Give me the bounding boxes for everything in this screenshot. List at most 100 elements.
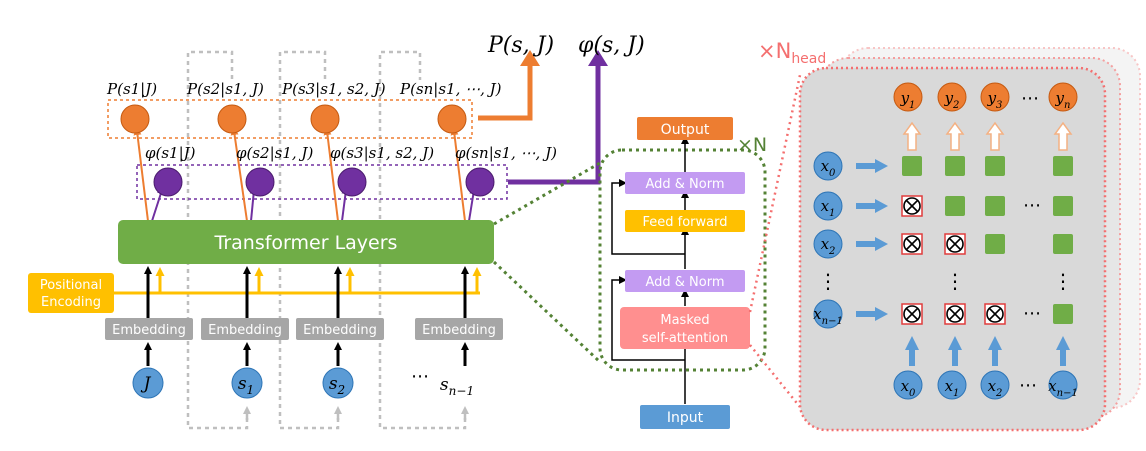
attention-cell — [1053, 156, 1073, 176]
head-row-ellipsis: ⋯ — [1023, 195, 1041, 216]
head-output-node — [1048, 82, 1078, 112]
output-box-label: Output — [661, 122, 710, 138]
positional-encoding-arrows — [155, 267, 482, 293]
attention-cell — [985, 234, 1005, 254]
positional-encoding-box — [28, 273, 114, 313]
head-col-node — [980, 370, 1010, 400]
masked-attention-box — [620, 307, 750, 349]
head-row-label: x1 — [821, 197, 836, 219]
head-vdots: ⋮ — [945, 269, 965, 293]
output-box — [637, 117, 733, 140]
masked-attention-label-2: self-attention — [642, 331, 728, 346]
head-output-node — [937, 82, 967, 112]
phi-output-label: φ(s, J) — [578, 33, 645, 58]
masked-cell-mark — [903, 305, 921, 323]
decoder-repeat-label: ×N — [737, 134, 767, 156]
input-node-label: J — [141, 374, 152, 394]
input-node-label: sn−1 — [440, 375, 474, 398]
head-row-label: xn−1 — [813, 305, 843, 327]
head-row-arrow — [856, 159, 888, 173]
prob-node — [310, 104, 340, 134]
embedding-label: Embedding — [422, 323, 496, 338]
head-row-node — [813, 151, 843, 181]
phi-connector — [341, 186, 350, 222]
phi-output-arrow — [508, 64, 601, 185]
head-output-ellipsis: ⋯ — [1021, 88, 1039, 109]
head-col-node — [893, 370, 923, 400]
positional-encoding-label-2: Encoding — [41, 295, 101, 310]
head-output-node — [893, 82, 923, 112]
attention-cell — [985, 156, 1005, 176]
prob-connector — [323, 127, 339, 222]
phi-node — [153, 167, 183, 197]
phi-label-4: φ(sn|s1, ⋯, J) — [455, 144, 557, 162]
zoom-line-top — [493, 161, 601, 226]
masked-cell-mark — [946, 305, 964, 323]
add-norm-top-box — [625, 172, 745, 194]
prob-label-1: P(s1|J) — [106, 80, 157, 98]
head-col-label: x1 — [945, 377, 960, 399]
prob-node — [217, 104, 247, 134]
add-norm-bottom-box — [625, 270, 745, 292]
embedding-label: Embedding — [112, 323, 186, 338]
input-box — [640, 405, 730, 429]
inputs-ellipsis: ⋯ — [411, 366, 429, 387]
embedding-label: Embedding — [303, 323, 377, 338]
prob-label-3: P(s3|s1, s2, J) — [281, 80, 386, 98]
head-row-node — [813, 299, 843, 329]
head-row-arrow — [856, 307, 888, 321]
head-vdots: ⋮ — [818, 269, 838, 293]
input-node — [132, 367, 164, 399]
embedding-box — [201, 318, 289, 340]
head-zoom-line-bottom — [749, 344, 801, 408]
prob-output-arrow — [478, 64, 533, 121]
masked-cell-cross — [988, 307, 1002, 321]
head-output-label: y1 — [900, 89, 916, 111]
transformer-layers-box — [118, 220, 494, 264]
decoder-connectors — [611, 136, 689, 404]
zoom-line-bottom — [492, 260, 602, 364]
embedding-label: Embedding — [208, 323, 282, 338]
attention-cell — [1053, 304, 1073, 324]
prob-node — [437, 104, 467, 134]
input-node-label: s2 — [329, 374, 345, 397]
attention-cell — [985, 196, 1005, 216]
masked-cell-cross — [948, 307, 962, 321]
head-vdots: ⋮ — [1053, 269, 1073, 293]
head-col-node — [1048, 370, 1078, 400]
masked-attention-label-1: Masked — [660, 313, 709, 328]
phi-connector — [468, 186, 478, 222]
input-node — [322, 367, 354, 399]
head-col-ellipsis: ⋯ — [1019, 375, 1037, 396]
head-row-node — [813, 191, 843, 221]
phi-label-3: φ(s3|s1, s2, J) — [330, 144, 434, 162]
embedding-box — [296, 318, 384, 340]
prob-node — [120, 104, 150, 134]
head-output-label: y3 — [987, 89, 1003, 111]
phi-row-box — [136, 164, 508, 200]
head-output-arrow — [1053, 121, 1073, 151]
masked-cell-mark — [986, 305, 1004, 323]
phi-node — [337, 167, 367, 197]
attention-cell — [945, 196, 965, 216]
masked-cell-cross — [905, 237, 919, 251]
prob-output-arrowhead — [520, 50, 540, 66]
attention-cell — [945, 156, 965, 176]
attention-cell — [1053, 234, 1073, 254]
head-row-label: x2 — [821, 235, 836, 257]
input-box-label: Input — [667, 410, 704, 426]
prob-output-label: P(s, J) — [487, 33, 554, 58]
phi-connector — [151, 186, 165, 222]
head-output-arrow — [985, 121, 1005, 151]
positional-encoding-label-1: Positional — [40, 278, 102, 293]
head-col-arrow — [1056, 336, 1070, 366]
masked-cell-mark — [903, 197, 921, 215]
head-row-arrow — [856, 237, 888, 251]
transformer-layers-label: Transformer Layers — [214, 232, 398, 254]
input-node-label: s1 — [238, 374, 254, 397]
probability-row-box — [107, 99, 473, 139]
masked-cell-mark — [946, 235, 964, 253]
head-output-arrow — [902, 121, 922, 151]
